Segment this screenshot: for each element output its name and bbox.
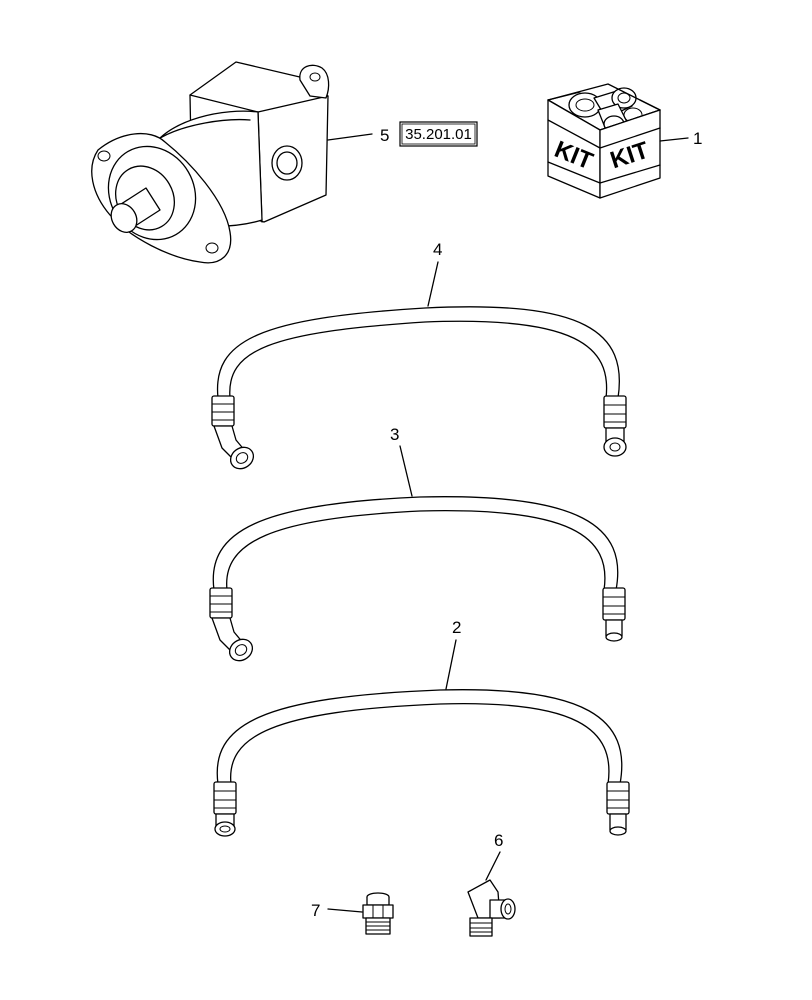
leader-line-5 [327, 133, 373, 141]
hose-assembly-2 [213, 689, 630, 837]
fitting-kit-box: KIT KIT [547, 83, 661, 199]
leader-line-6 [485, 851, 501, 881]
elbow-adapter-6 [467, 879, 516, 937]
callout-6: 6 [494, 831, 503, 850]
leader-line-3 [399, 445, 413, 497]
hose-assembly-3 [209, 496, 626, 662]
hose-assembly-4 [211, 306, 627, 470]
hydraulic-motor [91, 61, 330, 264]
leader-line-4 [427, 261, 439, 307]
leader-line-7 [327, 908, 363, 913]
callout-1: 1 [693, 129, 702, 148]
callout-3: 3 [390, 425, 399, 444]
reference-box[interactable]: 35.201.01 [399, 121, 478, 147]
leader-line-1 [659, 137, 689, 142]
leader-line-2 [445, 639, 457, 690]
callout-2: 2 [452, 618, 461, 637]
callout-7: 7 [311, 901, 320, 920]
callout-5: 5 [380, 126, 389, 145]
straight-adapter-7 [362, 892, 394, 935]
callout-4: 4 [433, 240, 442, 259]
reference-box-label: 35.201.01 [405, 126, 472, 143]
